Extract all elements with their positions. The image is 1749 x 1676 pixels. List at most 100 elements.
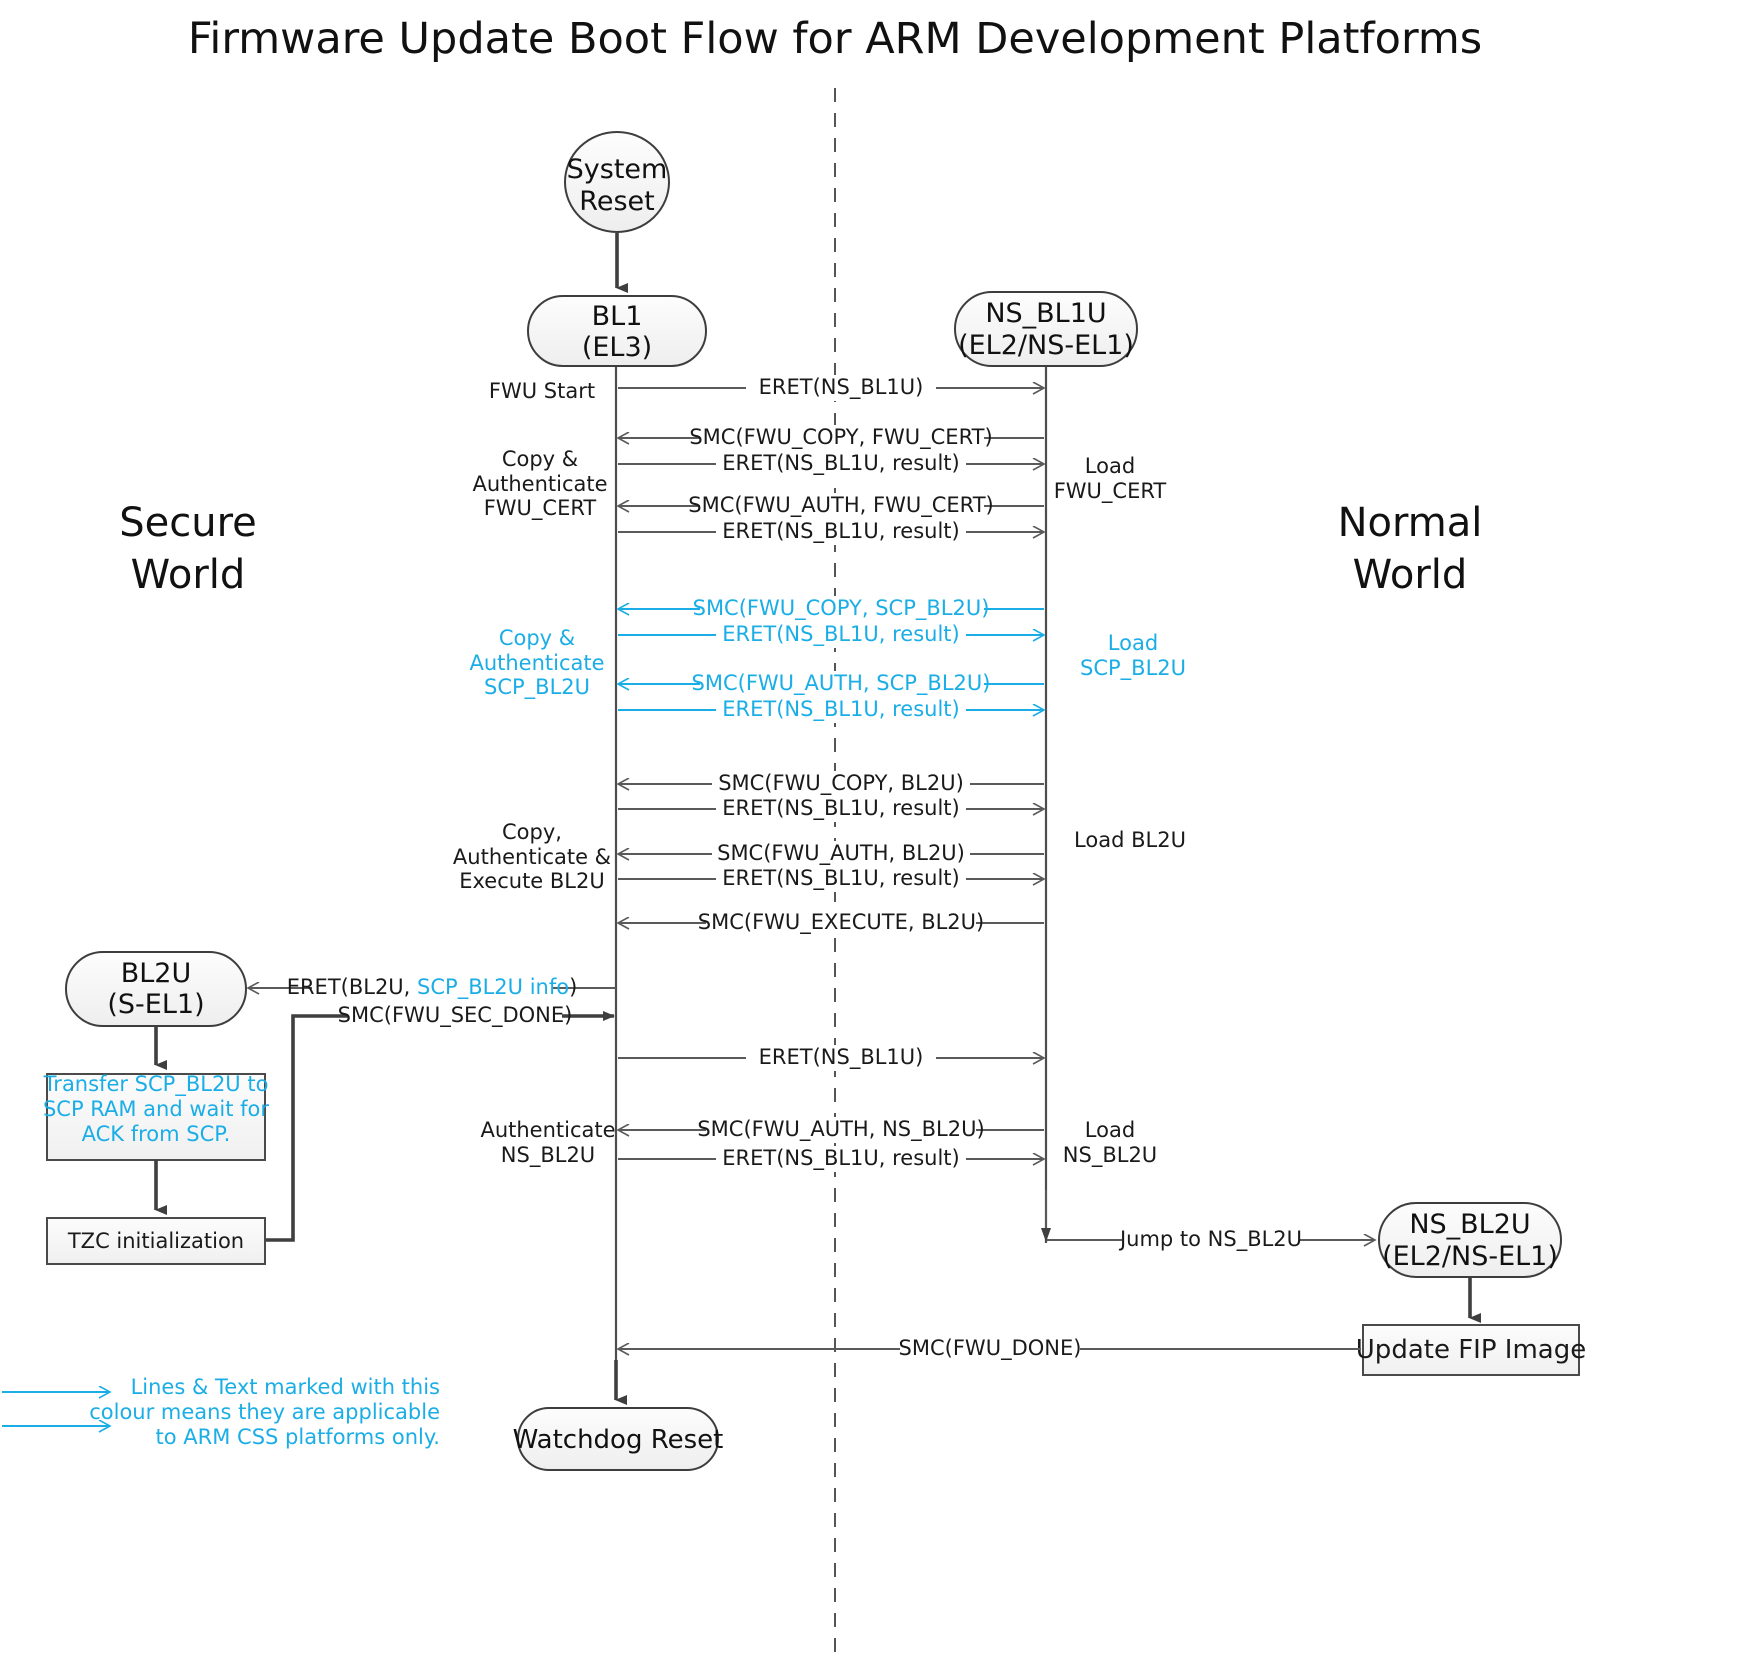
watchdog-reset-label: Watchdog Reset	[513, 1425, 724, 1455]
ns-bl1u-line1: NS_BL1U	[985, 298, 1106, 329]
tzc-init-label: TZC initialization	[67, 1229, 244, 1253]
left-annotation-2-line2: SCP_BL2U	[484, 675, 590, 700]
node-watchdog-reset[interactable]: Watchdog Reset	[513, 1407, 724, 1471]
message-6: ERET(NS_BL1U, result)	[618, 622, 1044, 648]
message-4-label: ERET(NS_BL1U, result)	[722, 519, 959, 544]
message-jump-to-ns-bl2u: Jump to NS_BL2U	[1041, 1190, 1375, 1253]
page-title: Firmware Update Boot Flow for ARM Develo…	[188, 14, 1482, 64]
node-bl2u[interactable]: BL2U (S-EL1)	[65, 951, 247, 1027]
message-1-label: SMC(FWU_COPY, FWU_CERT)	[689, 425, 992, 450]
left-annotation-1: Copy & Authenticate FWU_CERT	[472, 447, 607, 521]
legend-line3: to ARM CSS platforms only.	[156, 1425, 440, 1449]
message-10: ERET(NS_BL1U, result)	[618, 796, 1044, 822]
bl2u-line2: (S-EL1)	[107, 989, 204, 1020]
update-fip-label: Update FIP Image	[1356, 1335, 1586, 1365]
left-annotation-2: Copy & Authenticate SCP_BL2U	[469, 626, 604, 700]
left-annotation-4: Authenticate NS_BL2U	[480, 1118, 615, 1168]
right-annotation-2: Load BL2U	[1074, 828, 1186, 852]
message-0: ERET(NS_BL1U)	[618, 375, 1044, 401]
transfer-line1: Transfer SCP_BL2U to	[43, 1072, 269, 1097]
message-3-label: SMC(FWU_AUTH, FWU_CERT)	[688, 493, 993, 518]
message-10-label: ERET(NS_BL1U, result)	[722, 796, 959, 821]
message-8: ERET(NS_BL1U, result)	[618, 697, 1044, 723]
right-annotation-0: Load FWU_CERT	[1054, 454, 1167, 504]
right-annotation-1-line0: Load	[1108, 631, 1158, 655]
message-8-label: ERET(NS_BL1U, result)	[722, 697, 959, 722]
message-3: SMC(FWU_AUTH, FWU_CERT)	[618, 493, 1044, 519]
right-annotation-1-line1: SCP_BL2U	[1080, 656, 1186, 681]
left-annotation-3: Copy, Authenticate & Execute BL2U	[453, 820, 611, 893]
smc-fwu-sec-done-label: SMC(FWU_SEC_DONE)	[338, 1003, 573, 1028]
ns-bl1u-terminator-arrow	[1041, 1228, 1051, 1242]
normal-world-label: Normal World	[1338, 500, 1483, 598]
right-annotation-3-line1: NS_BL2U	[1063, 1143, 1157, 1168]
message-eret-bl2u: ERET(BL2U, SCP_BL2U info)	[248, 975, 616, 1001]
transfer-line3: ACK from SCP.	[82, 1122, 231, 1146]
node-bl1[interactable]: BL1 (EL3)	[527, 295, 707, 367]
eret-bl2u-cyan: SCP_BL2U info	[417, 975, 569, 1000]
left-annotation-4-line1: NS_BL2U	[501, 1143, 595, 1168]
message-15: SMC(FWU_AUTH, NS_BL2U)	[618, 1117, 1044, 1143]
node-ns-bl2u[interactable]: NS_BL2U (EL2/NS-EL1)	[1378, 1202, 1562, 1278]
left-annotation-3-line1: Authenticate &	[453, 845, 611, 869]
secure-world-label: Secure World	[119, 500, 257, 598]
message-9-label: SMC(FWU_COPY, BL2U)	[718, 771, 964, 796]
right-annotation-3: Load NS_BL2U	[1063, 1118, 1157, 1168]
legend: Lines & Text marked with this colour mea…	[2, 1375, 440, 1449]
bl1-line2: (EL3)	[582, 332, 652, 363]
eret-bl2u-prefix: ERET(BL2U,	[287, 975, 417, 999]
right-annotation-0-line1: FWU_CERT	[1054, 479, 1167, 504]
message-14-label: ERET(NS_BL1U)	[759, 1045, 924, 1070]
right-annotation-1: Load SCP_BL2U	[1080, 631, 1186, 681]
ns-bl2u-line2: (EL2/NS-EL1)	[1382, 1241, 1558, 1272]
message-4: ERET(NS_BL1U, result)	[618, 519, 1044, 545]
right-annotation-0-line0: Load	[1085, 454, 1135, 478]
message-smc-fwu-done: SMC(FWU_DONE)	[618, 1336, 1361, 1362]
eret-bl2u-suffix: )	[569, 975, 577, 999]
message-11-label: SMC(FWU_AUTH, BL2U)	[717, 841, 965, 866]
message-1: SMC(FWU_COPY, FWU_CERT)	[618, 425, 1044, 451]
secure-world-line2: World	[131, 552, 246, 598]
system-reset-line1: System	[567, 154, 668, 185]
message-7: SMC(FWU_AUTH, SCP_BL2U)	[618, 671, 1044, 697]
process-box-tzc-init: TZC initialization	[46, 1217, 266, 1265]
left-annotation-0-line0: FWU Start	[489, 379, 595, 403]
bl2u-line1: BL2U	[121, 958, 192, 989]
message-12-label: ERET(NS_BL1U, result)	[722, 866, 959, 891]
left-annotation-2-line0: Copy &	[499, 626, 575, 650]
message-smc-fwu-sec-done: SMC(FWU_SEC_DONE)	[264, 1003, 615, 1242]
message-2: ERET(NS_BL1U, result)	[618, 451, 1044, 477]
left-annotation-1-line0: Copy &	[502, 447, 578, 471]
node-system-reset[interactable]: System Reset	[564, 131, 670, 233]
eret-bl2u-label: ERET(BL2U, SCP_BL2U info)	[287, 975, 578, 1000]
left-annotation-0: FWU Start	[489, 379, 595, 403]
jump-to-ns-bl2u-label: Jump to NS_BL2U	[1118, 1227, 1302, 1252]
left-annotation-1-line2: FWU_CERT	[484, 496, 597, 521]
transfer-line2: SCP RAM and wait for	[43, 1097, 269, 1121]
message-16-label: ERET(NS_BL1U, result)	[722, 1146, 959, 1171]
process-box-update-fip: Update FIP Image	[1356, 1324, 1586, 1376]
message-13-label: SMC(FWU_EXECUTE, BL2U)	[698, 910, 984, 935]
normal-world-line1: Normal	[1338, 500, 1483, 546]
legend-line1: Lines & Text marked with this	[131, 1375, 440, 1399]
message-16: ERET(NS_BL1U, result)	[618, 1146, 1044, 1172]
ns-bl1u-line2: (EL2/NS-EL1)	[958, 330, 1134, 361]
secure-world-line1: Secure	[119, 500, 257, 546]
node-ns-bl1u[interactable]: NS_BL1U (EL2/NS-EL1)	[954, 291, 1138, 367]
message-11: SMC(FWU_AUTH, BL2U)	[618, 841, 1044, 867]
process-box-transfer-scp-bl2u: Transfer SCP_BL2U to SCP RAM and wait fo…	[43, 1072, 269, 1161]
ns-bl2u-line1: NS_BL2U	[1409, 1209, 1530, 1240]
system-reset-line2: Reset	[579, 186, 654, 217]
left-annotation-2-line1: Authenticate	[469, 651, 604, 675]
message-12: ERET(NS_BL1U, result)	[618, 866, 1044, 892]
message-6-label: ERET(NS_BL1U, result)	[722, 622, 959, 647]
message-5: SMC(FWU_COPY, SCP_BL2U)	[618, 596, 1044, 622]
left-annotation-4-line0: Authenticate	[480, 1118, 615, 1142]
message-14: ERET(NS_BL1U)	[618, 1045, 1044, 1071]
message-9: SMC(FWU_COPY, BL2U)	[618, 771, 1044, 797]
message-0-label: ERET(NS_BL1U)	[759, 375, 924, 400]
bl1-line1: BL1	[592, 301, 643, 332]
left-annotation-3-line2: Execute BL2U	[459, 869, 605, 893]
